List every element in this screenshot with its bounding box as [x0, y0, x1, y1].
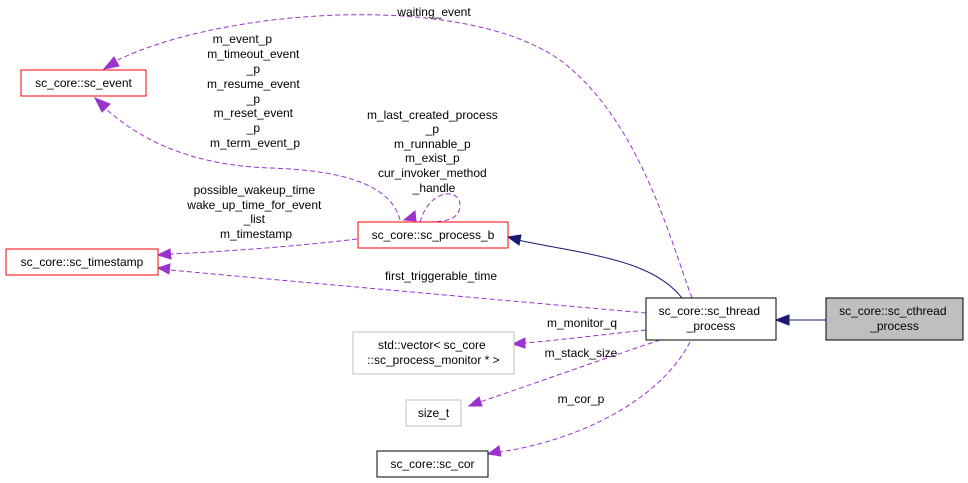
label-stack-size: m_stack_size — [545, 346, 618, 360]
edge-event-members-arrowhead — [93, 97, 111, 113]
label-waiting-event: waiting_event — [396, 5, 471, 19]
edge-waiting-event-arrowhead — [102, 56, 120, 70]
node-sc-thread-process-label: sc_core::sc_thread _process — [659, 304, 764, 333]
node-sc-thread-process[interactable]: sc_core::sc_thread _process — [645, 297, 777, 341]
node-vector-monitor[interactable]: std::vector< sc_core ::sc_process_monito… — [352, 331, 515, 375]
edge-timestamp-members — [169, 238, 358, 255]
edge-first-triggerable-time — [169, 269, 647, 314]
label-first-triggerable-time: first_triggerable_time — [385, 269, 497, 283]
edge-inherit-process-b-arrowhead — [506, 234, 522, 246]
node-sc-cor-label: sc_core::sc_cor — [390, 457, 474, 471]
node-sc-timestamp-label: sc_core::sc_timestamp — [21, 255, 144, 269]
node-sc-process-b-label: sc_core::sc_process_b — [372, 228, 495, 242]
edge-cor-p — [499, 341, 691, 453]
node-size-t-label: size_t — [418, 406, 450, 420]
label-self-members: m_last_created_process _p m_runnable_p m… — [367, 108, 501, 195]
edge-inherit-thread-arrowhead — [774, 314, 790, 326]
edge-stack-size — [479, 339, 661, 403]
node-sc-process-b[interactable]: sc_core::sc_process_b — [357, 221, 509, 249]
node-sc-cor[interactable]: sc_core::sc_cor — [376, 450, 489, 478]
edge-cor-p-arrowhead — [486, 445, 502, 457]
edge-monitor-q — [524, 329, 647, 344]
edge-timestamp-members-arrowhead — [156, 248, 172, 260]
edge-first-triggerable-time-arrowhead — [156, 263, 171, 275]
edge-event-members — [103, 106, 401, 221]
node-sc-event-label: sc_core::sc_event — [35, 76, 132, 90]
node-size-t[interactable]: size_t — [405, 399, 462, 427]
label-timestamp-members: possible_wakeup_time wake_up_time_for_ev… — [186, 183, 324, 241]
label-event-members: m_event_p m_timeout_event _p m_resume_ev… — [207, 32, 303, 150]
edge-stack-size-arrowhead — [467, 396, 483, 407]
node-sc-event[interactable]: sc_core::sc_event — [20, 69, 147, 97]
node-sc-cthread-process-label: sc_core::sc_cthread _process — [839, 304, 950, 333]
node-sc-timestamp[interactable]: sc_core::sc_timestamp — [5, 248, 159, 276]
edge-monitor-q-arrowhead — [511, 337, 526, 349]
node-vector-monitor-label: std::vector< sc_core ::sc_process_monito… — [367, 338, 499, 367]
label-cor-p: m_cor_p — [558, 392, 605, 406]
edge-self-loop — [419, 193, 461, 223]
edge-inherit-process-b — [517, 239, 683, 299]
edge-self-loop-arrowhead — [402, 210, 417, 222]
label-monitor-q: m_monitor_q — [547, 316, 617, 330]
node-sc-cthread-process[interactable]: sc_core::sc_cthread _process — [825, 297, 964, 341]
